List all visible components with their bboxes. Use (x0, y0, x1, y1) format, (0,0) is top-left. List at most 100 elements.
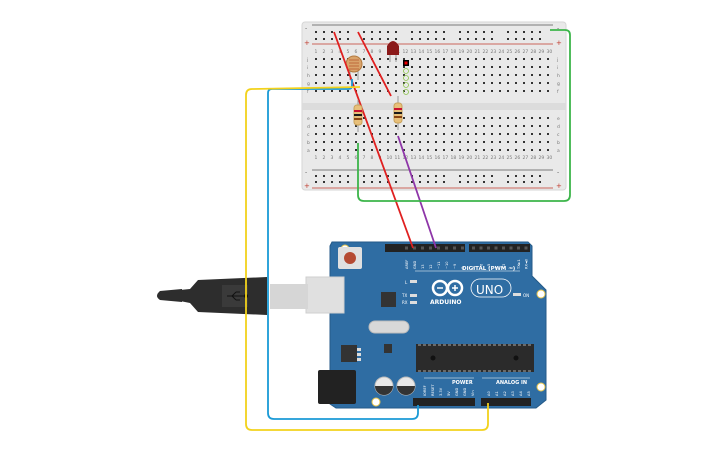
terminal-hole[interactable] (379, 141, 381, 143)
rail-hole[interactable] (379, 181, 381, 183)
terminal-hole[interactable] (427, 117, 429, 119)
terminal-hole[interactable] (499, 149, 501, 151)
rail-hole[interactable] (507, 181, 509, 183)
terminal-hole[interactable] (547, 117, 549, 119)
rail-hole[interactable] (371, 175, 373, 177)
terminal-hole[interactable] (475, 90, 477, 92)
terminal-hole[interactable] (355, 149, 357, 151)
wire-red-2[interactable] (357, 31, 392, 97)
rail-hole[interactable] (395, 181, 397, 183)
terminal-hole[interactable] (491, 58, 493, 60)
terminal-hole[interactable] (515, 125, 517, 127)
rail-hole[interactable] (459, 38, 461, 40)
rail-hole[interactable] (507, 38, 509, 40)
terminal-hole[interactable] (523, 74, 525, 76)
terminal-hole[interactable] (523, 125, 525, 127)
pin-socket[interactable] (509, 246, 513, 250)
pin-socket[interactable] (445, 246, 448, 250)
terminal-hole[interactable] (547, 74, 549, 76)
terminal-hole[interactable] (539, 90, 541, 92)
terminal-hole[interactable] (403, 149, 405, 151)
terminal-hole[interactable] (515, 90, 517, 92)
terminal-hole[interactable] (507, 74, 509, 76)
terminal-hole[interactable] (531, 149, 533, 151)
terminal-hole[interactable] (379, 90, 381, 92)
terminal-hole[interactable] (467, 74, 469, 76)
pin-socket[interactable] (517, 246, 520, 250)
rail-hole[interactable] (371, 31, 373, 33)
terminal-hole[interactable] (403, 133, 405, 135)
terminal-hole[interactable] (339, 141, 341, 143)
rail-hole[interactable] (323, 175, 325, 177)
rail-hole[interactable] (427, 38, 429, 40)
rail-hole[interactable] (363, 181, 365, 183)
terminal-hole[interactable] (491, 133, 493, 135)
terminal-hole[interactable] (515, 66, 517, 68)
terminal-hole[interactable] (411, 125, 413, 127)
rail-hole[interactable] (491, 31, 493, 33)
terminal-hole[interactable] (467, 90, 469, 92)
terminal-hole[interactable] (435, 125, 437, 127)
terminal-hole[interactable] (507, 82, 509, 84)
terminal-hole[interactable] (379, 149, 381, 151)
rail-hole[interactable] (475, 31, 477, 33)
terminal-hole[interactable] (539, 74, 541, 76)
rail-hole[interactable] (331, 31, 333, 33)
terminal-hole[interactable] (379, 125, 381, 127)
terminal-hole[interactable] (387, 74, 389, 76)
terminal-hole[interactable] (491, 125, 493, 127)
terminal-hole[interactable] (315, 117, 317, 119)
rail-hole[interactable] (483, 38, 485, 40)
terminal-hole[interactable] (451, 117, 453, 119)
rail-hole[interactable] (523, 175, 525, 177)
wire-yellow[interactable] (245, 86, 489, 431)
terminal-hole[interactable] (547, 141, 549, 143)
rail-hole[interactable] (459, 175, 461, 177)
rail-hole[interactable] (523, 31, 525, 33)
terminal-hole[interactable] (379, 133, 381, 135)
terminal-hole[interactable] (427, 74, 429, 76)
terminal-hole[interactable] (459, 125, 461, 127)
terminal-hole[interactable] (475, 133, 477, 135)
terminal-hole[interactable] (427, 58, 429, 60)
rail-hole[interactable] (347, 181, 349, 183)
terminal-hole[interactable] (331, 125, 333, 127)
rail-hole[interactable] (419, 181, 421, 183)
terminal-hole[interactable] (435, 149, 437, 151)
pin-socket[interactable] (461, 246, 464, 250)
terminal-hole[interactable] (395, 133, 397, 135)
rail-hole[interactable] (459, 181, 461, 183)
terminal-hole[interactable] (467, 66, 469, 68)
terminal-hole[interactable] (435, 74, 437, 76)
terminal-hole[interactable] (403, 125, 405, 127)
terminal-hole[interactable] (539, 133, 541, 135)
terminal-hole[interactable] (411, 82, 413, 84)
terminal-hole[interactable] (491, 66, 493, 68)
terminal-hole[interactable] (507, 66, 509, 68)
terminal-hole[interactable] (419, 117, 421, 119)
rail-hole[interactable] (435, 181, 437, 183)
terminal-hole[interactable] (547, 90, 549, 92)
terminal-hole[interactable] (323, 125, 325, 127)
terminal-hole[interactable] (371, 90, 373, 92)
terminal-hole[interactable] (499, 90, 501, 92)
terminal-hole[interactable] (483, 141, 485, 143)
rail-hole[interactable] (483, 181, 485, 183)
terminal-hole[interactable] (531, 133, 533, 135)
terminal-hole[interactable] (459, 149, 461, 151)
terminal-hole[interactable] (467, 117, 469, 119)
rail-hole[interactable] (443, 31, 445, 33)
terminal-hole[interactable] (515, 117, 517, 119)
terminal-hole[interactable] (403, 74, 405, 76)
terminal-hole[interactable] (451, 141, 453, 143)
terminal-hole[interactable] (363, 149, 365, 151)
terminal-hole[interactable] (443, 66, 445, 68)
terminal-hole[interactable] (451, 125, 453, 127)
rail-hole[interactable] (387, 175, 389, 177)
terminal-hole[interactable] (435, 133, 437, 135)
terminal-hole[interactable] (531, 58, 533, 60)
terminal-hole[interactable] (331, 133, 333, 135)
terminal-hole[interactable] (531, 141, 533, 143)
rail-hole[interactable] (371, 38, 373, 40)
rail-hole[interactable] (371, 181, 373, 183)
